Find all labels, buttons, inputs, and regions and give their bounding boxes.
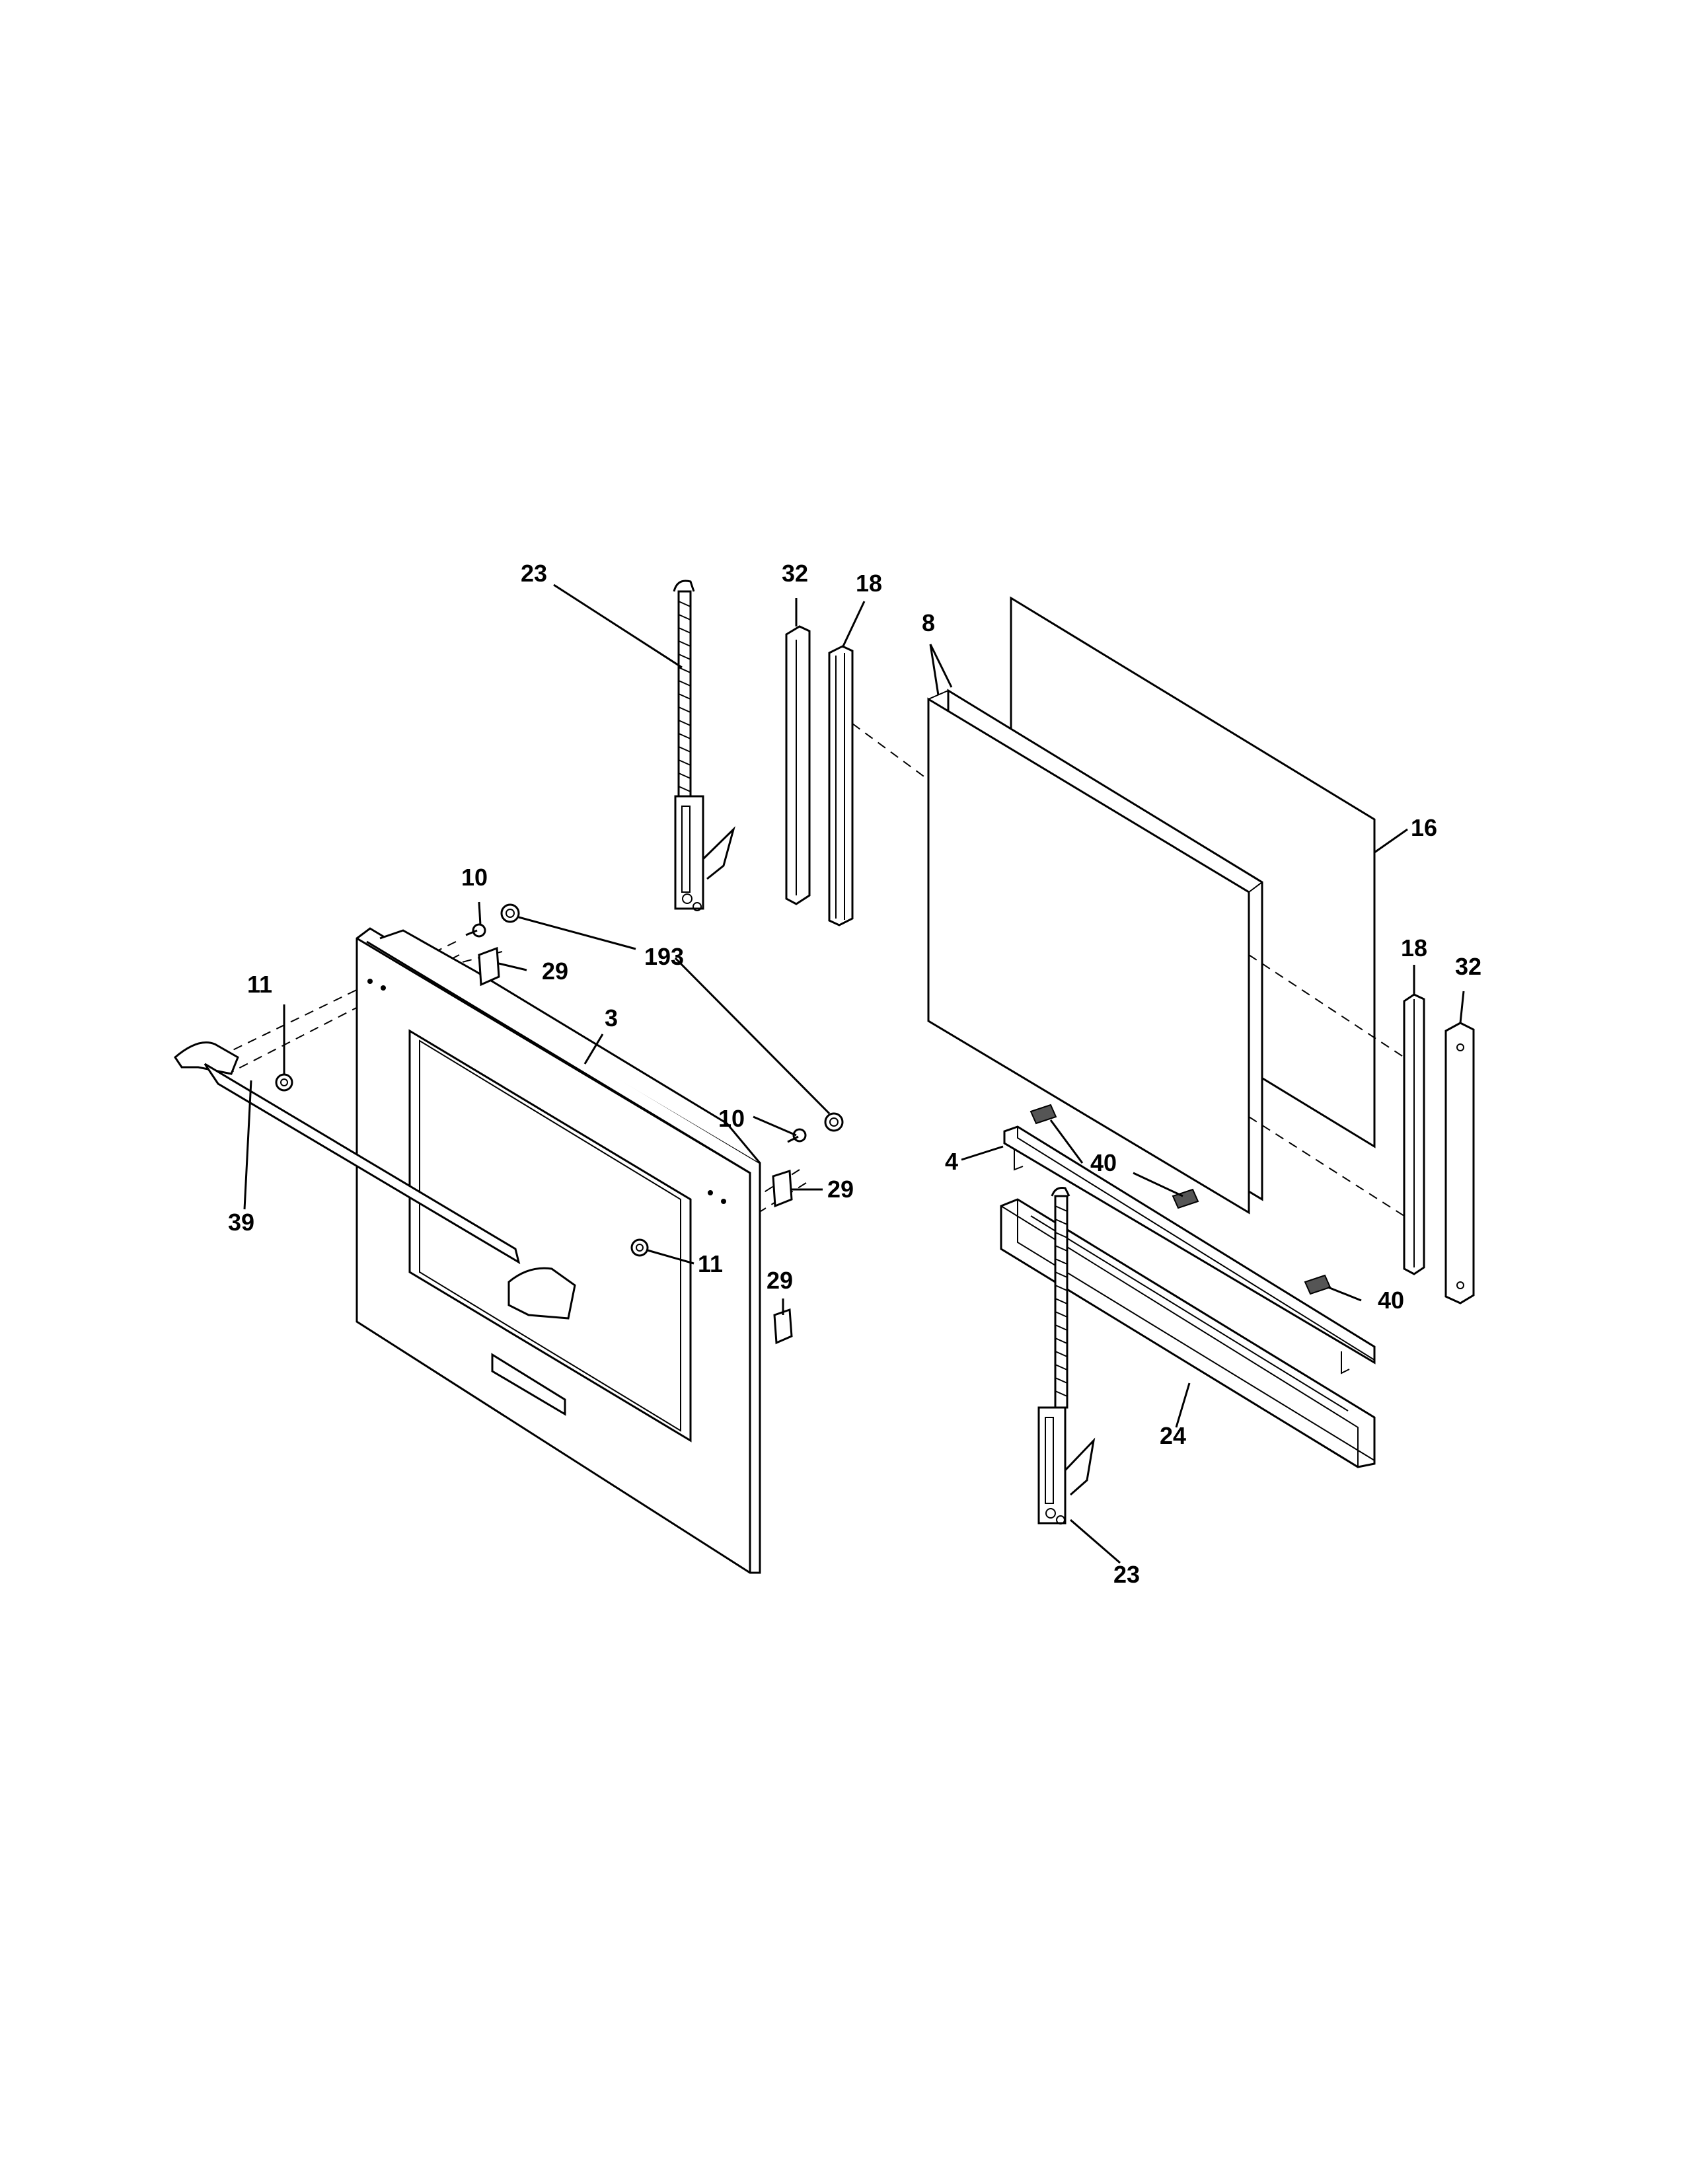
bumper-40-a xyxy=(1030,1104,1057,1125)
callout-23-bottom: 23 xyxy=(1113,1561,1140,1588)
bumper-10-mid xyxy=(787,1128,807,1143)
channel-32-right xyxy=(1444,1022,1475,1304)
callout-11-right: 11 xyxy=(698,1250,723,1277)
callout-10-top: 10 xyxy=(461,864,488,891)
bumper-193-top xyxy=(500,903,520,923)
callout-32-right: 32 xyxy=(1455,953,1481,980)
door-handle xyxy=(174,1041,576,1320)
nut-11-left xyxy=(275,1073,293,1092)
callout-4: 4 xyxy=(945,1148,958,1175)
leader-lines xyxy=(243,584,1465,1564)
callout-18-left: 18 xyxy=(856,570,882,597)
callout-39: 39 xyxy=(228,1209,254,1236)
bottom-trim-4 xyxy=(1003,1125,1376,1374)
callout-11-left: 11 xyxy=(247,971,272,998)
pad-29-low xyxy=(773,1308,793,1345)
hinge-bottom xyxy=(1037,1187,1096,1525)
bumper-193-mid xyxy=(824,1112,844,1132)
gasket-18-left xyxy=(828,645,854,926)
pad-29-top xyxy=(478,946,500,987)
callout-32-left: 32 xyxy=(782,560,808,587)
gasket-18-right xyxy=(1403,993,1425,1275)
hinge-top xyxy=(673,580,735,911)
callout-29-top: 29 xyxy=(542,958,568,985)
callout-23-top: 23 xyxy=(521,560,547,587)
callout-193: 193 xyxy=(644,943,684,970)
door-panel xyxy=(356,927,761,1574)
callout-40-right: 40 xyxy=(1378,1287,1404,1314)
bumper-40-c xyxy=(1304,1274,1331,1295)
callout-18-right: 18 xyxy=(1401,934,1427,961)
bracket-24 xyxy=(1000,1198,1376,1468)
callout-8: 8 xyxy=(922,609,935,636)
pad-29-mid xyxy=(772,1169,793,1208)
callout-3: 3 xyxy=(605,1004,618,1032)
callout-29-mid: 29 xyxy=(827,1176,854,1203)
nut-11-right xyxy=(630,1238,649,1257)
callout-24: 24 xyxy=(1160,1422,1186,1449)
channel-32-left xyxy=(785,625,811,905)
callouts: 23 32 18 8 16 10 193 29 11 3 18 32 10 4 … xyxy=(228,560,1481,1588)
callout-29-low: 29 xyxy=(767,1267,793,1294)
bumper-10-top xyxy=(465,923,486,938)
callout-40-top: 40 xyxy=(1090,1149,1117,1176)
callout-16: 16 xyxy=(1411,814,1437,841)
callout-10-mid: 10 xyxy=(718,1105,745,1132)
